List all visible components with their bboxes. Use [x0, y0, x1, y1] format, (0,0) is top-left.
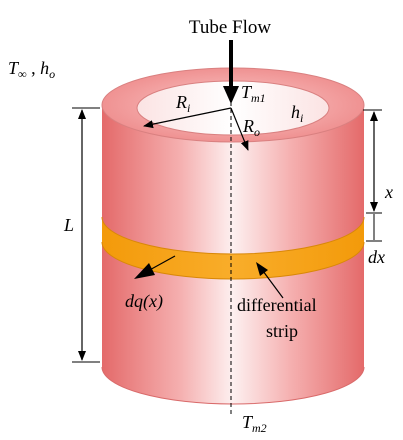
outer-radius-line: [230, 107, 249, 151]
x-label: x: [384, 182, 393, 202]
length-dimension: [72, 107, 100, 363]
strip-pointer-arrow: [256, 262, 284, 299]
tube-flow-arrow: [223, 40, 239, 104]
length-label: L: [63, 215, 74, 235]
outer-radius-label: Ro: [242, 116, 260, 139]
x-dimension: [363, 109, 382, 214]
heat-flow-arrow: [134, 255, 176, 279]
dx-label: dx: [368, 247, 385, 267]
inner-coef-label: hi: [291, 102, 303, 125]
title-label: Tube Flow: [189, 17, 271, 38]
dx-dimension: [366, 214, 382, 242]
inner-radius-label: Ri: [175, 92, 190, 115]
strip-label-line2: strip: [266, 321, 298, 341]
ambient-label: T∞ , ho: [8, 58, 55, 81]
inner-radius-line: [143, 107, 232, 129]
strip-label-line1: differential: [237, 295, 317, 315]
heat-label: dq(x): [125, 291, 163, 312]
tube-top-annulus: [101, 67, 365, 143]
differential-strip: [101, 216, 365, 280]
outlet-temp-label: Tm2: [242, 412, 267, 435]
inlet-temp-label: Tm1: [241, 82, 266, 105]
